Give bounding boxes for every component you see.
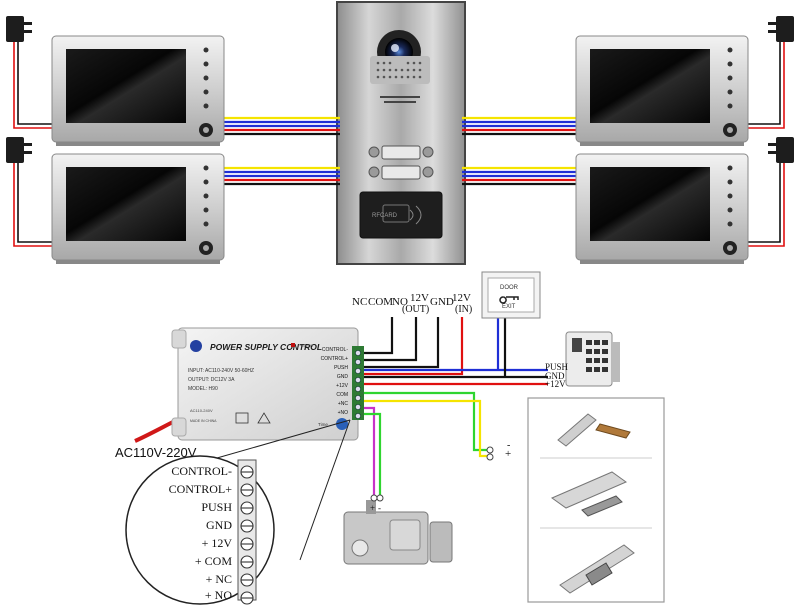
psu-made-in: MADE IN CHINA xyxy=(190,419,217,423)
brand-logo-icon xyxy=(190,340,202,352)
label-com: COM xyxy=(368,296,394,308)
zoom-callout-lines xyxy=(209,419,351,561)
label-12v-out: 12V xyxy=(410,292,429,304)
label-nc: NC xyxy=(352,296,368,308)
psu-terminal-label: CONTROL- xyxy=(321,347,348,353)
keypad-label-gnd: GND xyxy=(545,371,565,381)
terminal-zoom-callout xyxy=(125,455,275,605)
adapter-wires xyxy=(13,40,785,247)
rim-lock-minus: - xyxy=(378,503,381,513)
outdoor-door-station: RFCARD xyxy=(336,1,466,265)
zoom-term-0: CONTROL- xyxy=(171,464,232,478)
rfid-label: RFCARD xyxy=(372,213,398,219)
exit-button-line2: EXIT xyxy=(502,304,516,310)
key-icon xyxy=(499,296,519,304)
zoom-term-4: + 12V xyxy=(201,536,232,550)
label-no: NO xyxy=(392,296,408,308)
lock-terminal-minus: - xyxy=(507,440,511,451)
zoom-term-7: + NO xyxy=(204,588,232,602)
psu-terminal-label: +12V xyxy=(336,383,348,389)
psu-terminal-label: +NC xyxy=(337,401,348,407)
label-in: (IN) xyxy=(455,304,473,315)
psu-ac-small: AC110-240V xyxy=(190,408,213,413)
electric-bolt-lock-icon xyxy=(550,471,628,517)
label-gnd: GND xyxy=(430,296,454,308)
zoom-term-3: GND xyxy=(206,518,232,532)
zoom-term-1: CONTROL+ xyxy=(168,482,232,496)
zoom-term-5: + COM xyxy=(194,554,232,568)
indoor-monitor-bottom-left xyxy=(51,153,225,264)
label-12v-in: 12V xyxy=(452,292,471,304)
psu-terminal-label: CONTROL+ xyxy=(320,356,348,362)
label-out: (OUT) xyxy=(402,304,430,315)
power-supply-unit: POWER SUPPLY CONTROL POWER INPUT: AC110-… xyxy=(171,327,364,441)
indoor-monitor-top-left xyxy=(51,35,225,146)
access-keypad xyxy=(565,331,620,387)
keypad-label-push: PUSH xyxy=(545,362,569,372)
indoor-monitor-top-right xyxy=(575,35,749,146)
psu-model: MODEL: H90 xyxy=(188,386,218,392)
rfid-reader: RFCARD xyxy=(359,191,443,239)
magnetic-lock-icon xyxy=(557,413,631,447)
exit-button-line1: DOOR xyxy=(500,285,519,291)
monitor-wiring-bundles xyxy=(222,116,578,186)
psu-terminal-label: PUSH xyxy=(334,365,348,371)
psu-output-wires xyxy=(360,317,548,495)
lock-terminal-plus: + xyxy=(505,448,512,460)
psu-output-spec: OUTPUT: DC12V 3A xyxy=(188,377,235,383)
psu-power-led-label: POWER xyxy=(298,343,313,348)
electric-rim-lock-icon xyxy=(343,500,453,565)
electric-strike-lock-icon xyxy=(559,544,635,594)
ac-voltage-label: AC110V-220V xyxy=(115,445,197,460)
psu-terminal-label: GND xyxy=(336,374,348,380)
psu-terminal-label: COM xyxy=(336,392,348,398)
lock-types-panel xyxy=(527,397,665,603)
psu-input-spec: INPUT: AC110-240V 50-60HZ xyxy=(188,368,254,374)
call-buttons xyxy=(368,145,434,180)
rim-lock-plus: + xyxy=(370,503,376,513)
exit-button-device: DOOR EXIT xyxy=(481,271,541,319)
psu-title: POWER SUPPLY CONTROL xyxy=(210,342,322,352)
psu-time-label: Time xyxy=(318,422,328,427)
keypad-label-12v: +12V xyxy=(545,379,566,389)
indoor-monitor-bottom-right xyxy=(575,153,749,264)
power-adapter-icon xyxy=(6,16,794,163)
zoom-term-6: + NC xyxy=(205,572,232,586)
warning-triangle-icon xyxy=(257,412,271,424)
zoom-term-2: PUSH xyxy=(201,500,232,514)
psu-terminal-label: +NO xyxy=(337,410,348,416)
